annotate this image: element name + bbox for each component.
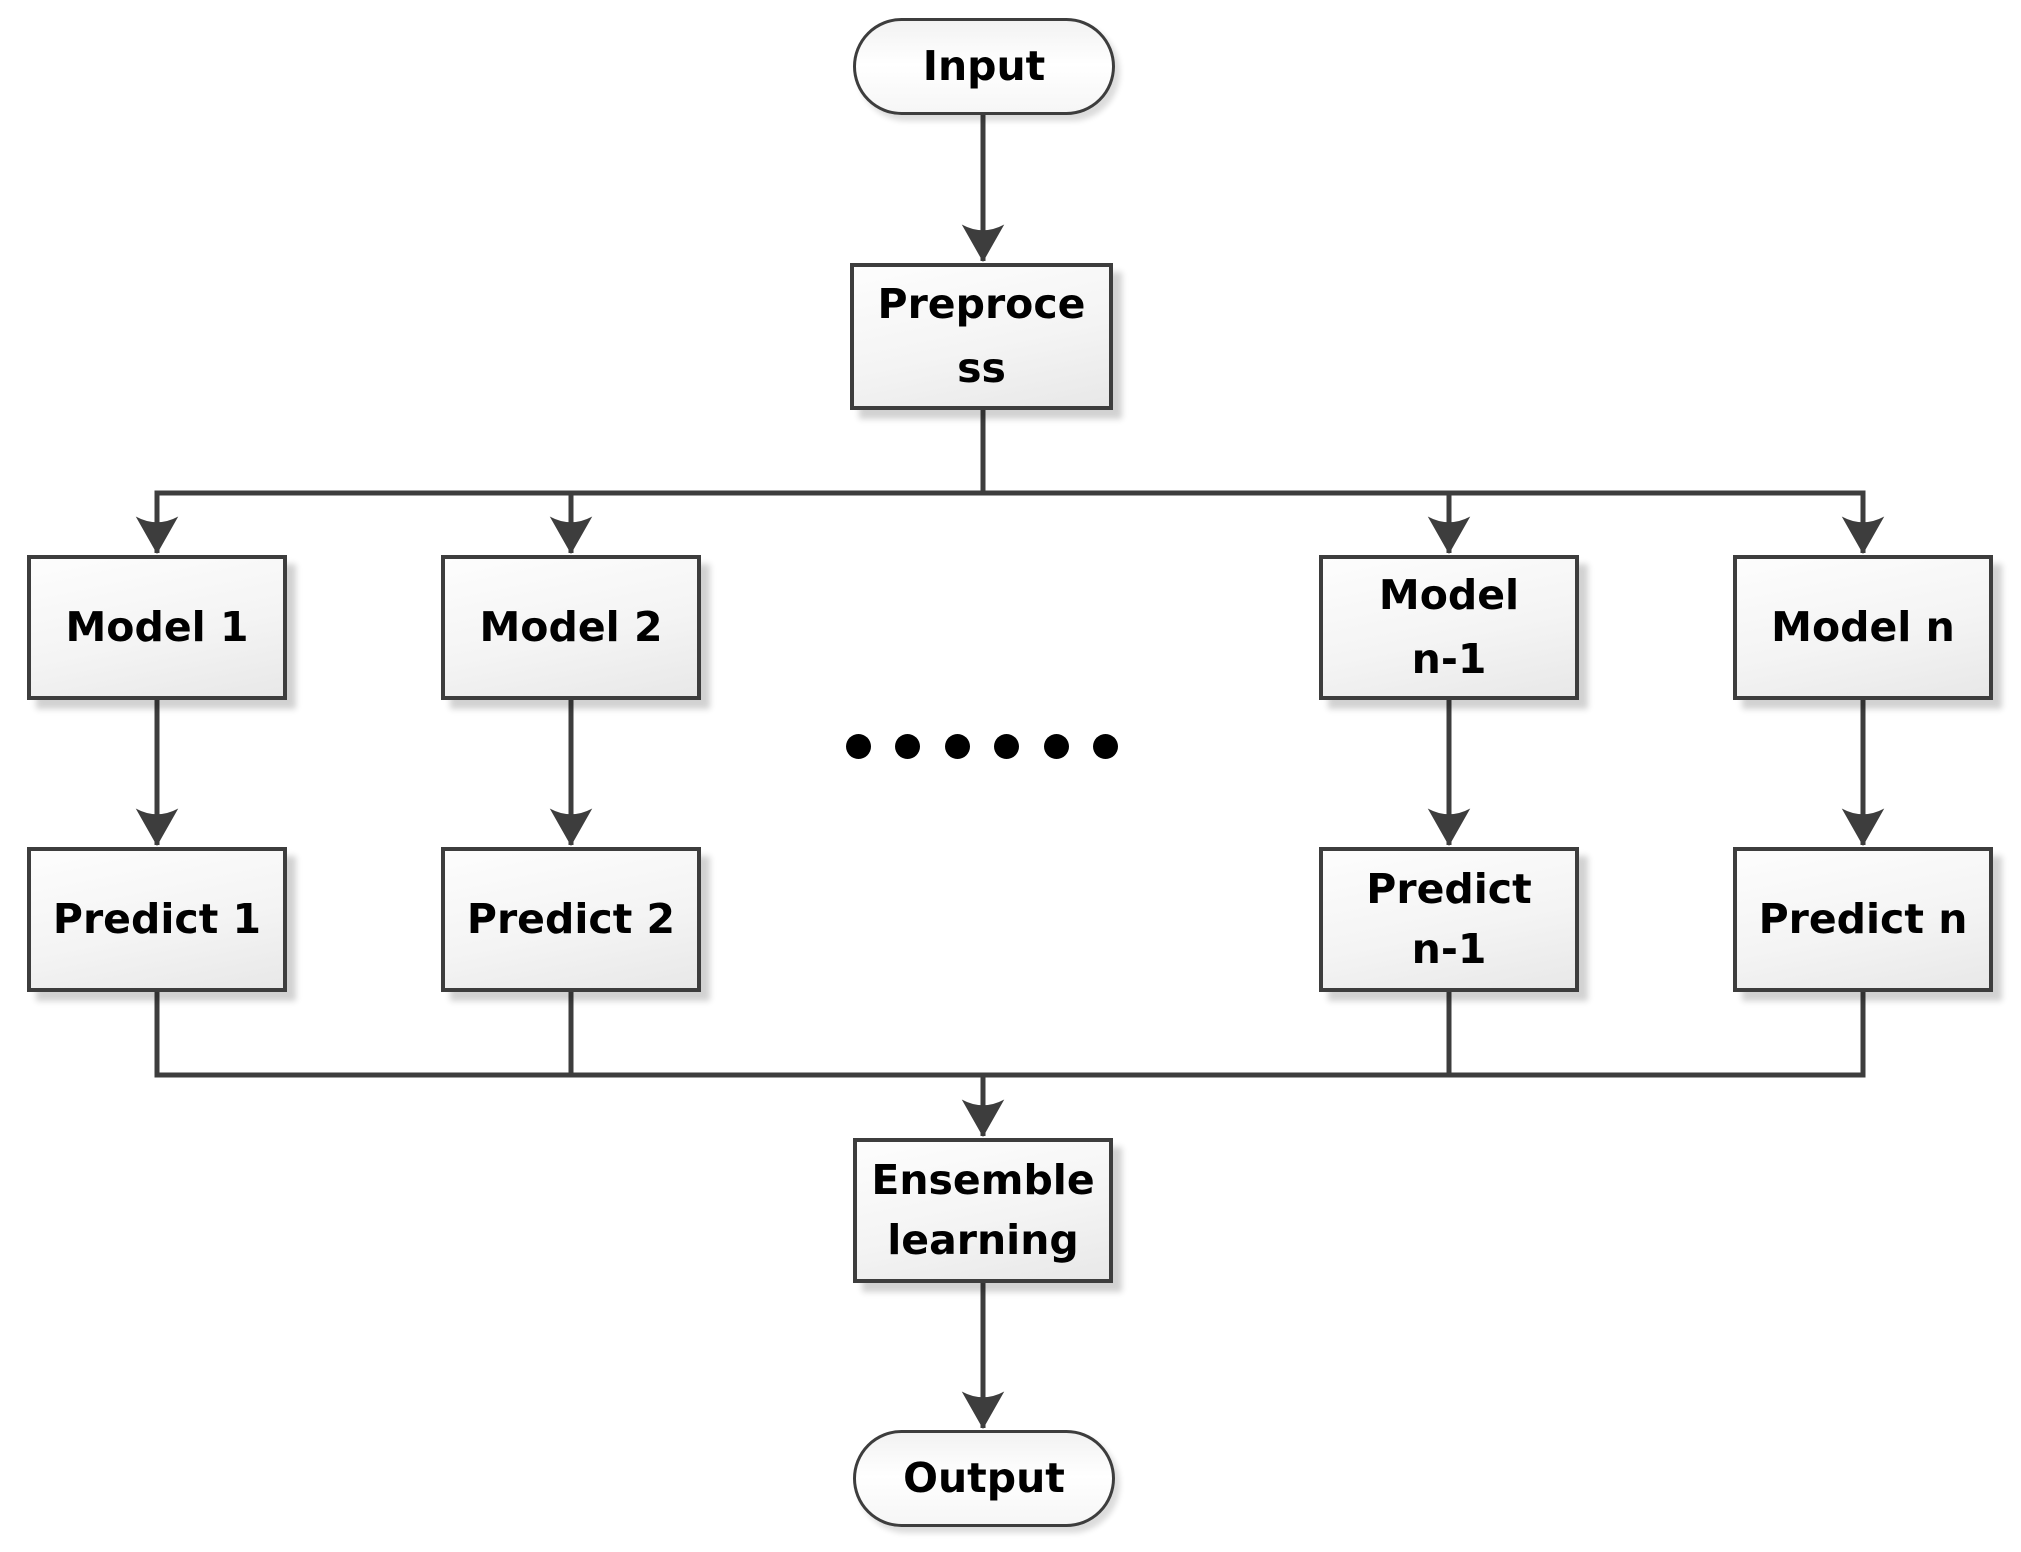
ellipsis-dot [895,733,921,759]
node-input: Input [853,18,1115,115]
node-predict-n-minus-1-label-line-1: Predict [1366,865,1532,914]
ellipsis-dot [1043,733,1069,759]
node-predict-n-label: Predict n [1758,894,1968,943]
node-ensemble-learning: Ensemble learning [853,1138,1113,1283]
node-output: Output [853,1430,1115,1527]
ellipsis-dot [994,733,1020,759]
node-preprocess-label-line-2: ss [957,343,1006,392]
node-model-n-minus-1: Model n-1 [1319,555,1579,700]
node-model-1: Model 1 [27,555,287,700]
node-model-n-minus-1-label-line-1: Model [1378,570,1520,619]
node-ensemble-learning-label-line-1: Ensemble [871,1156,1095,1205]
node-model-n: Model n [1733,555,1993,700]
node-input-label: Input [922,41,1046,90]
node-model-2: Model 2 [441,555,701,700]
node-predict-n: Predict n [1733,847,1993,992]
node-ensemble-learning-label-line-2: learning [887,1215,1079,1264]
node-predict-1: Predict 1 [27,847,287,992]
node-predict-n-minus-1: Predict n-1 [1319,847,1579,992]
node-predict-1-label: Predict 1 [52,894,262,943]
node-preprocess: Preproce ss [850,263,1113,410]
node-predict-n-minus-1-label-line-2: n-1 [1411,924,1487,973]
node-preprocess-label-line-1: Preproce [877,279,1086,328]
node-predict-2: Predict 2 [441,847,701,992]
node-model-1-label: Model 1 [65,602,249,651]
ellipsis-dot [1092,733,1118,759]
node-model-n-minus-1-label-line-2: n-1 [1411,634,1487,683]
node-model-2-label: Model 2 [479,602,663,651]
node-output-label: Output [903,1453,1065,1502]
node-predict-2-label: Predict 2 [466,894,676,943]
ellipsis-dots [846,732,1118,760]
node-model-n-label: Model n [1771,602,1955,651]
ellipsis-dot [846,733,871,759]
ellipsis-dot [944,733,970,759]
